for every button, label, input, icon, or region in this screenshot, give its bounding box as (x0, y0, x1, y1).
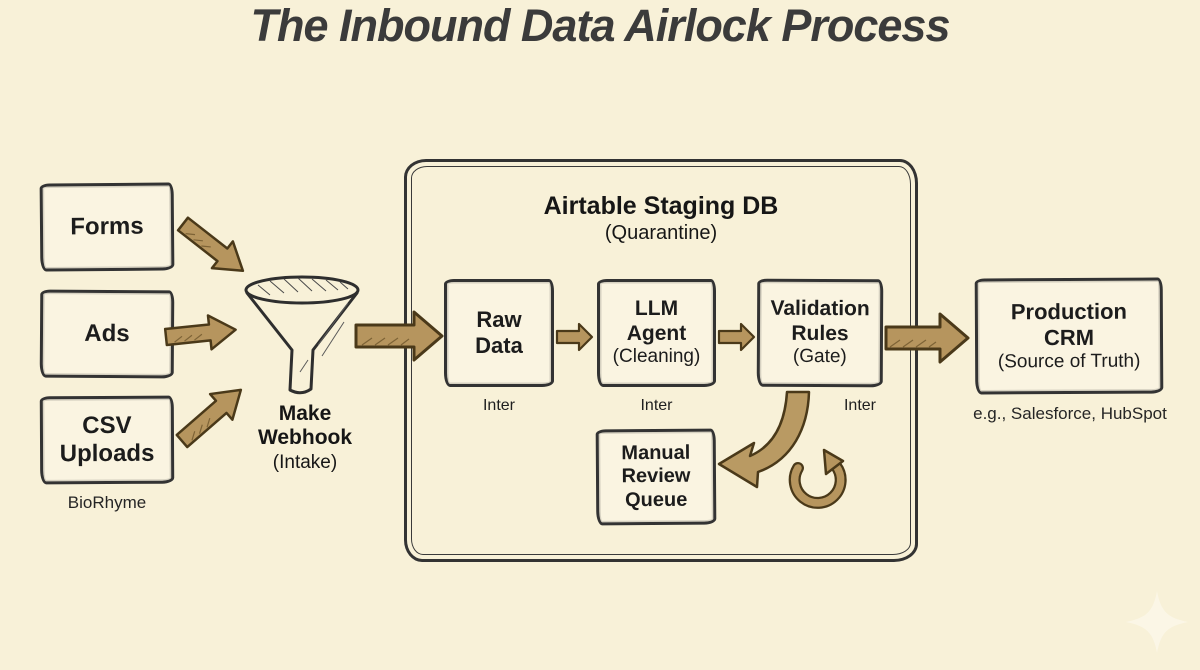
source-box-csv-label-line2: Uploads (59, 439, 155, 468)
staging-title-text: Airtable Staging DB (543, 192, 779, 220)
node-validation-rules: Validation Rules (Gate) (756, 278, 884, 388)
intake-label-line2: Webhook (257, 425, 353, 449)
node-production-crm-sub: (Source of Truth) (997, 350, 1141, 372)
node-validation-rules-line1: Validation (770, 296, 870, 321)
page-title: The Inbound Data Airlock Process (250, 0, 951, 51)
node-validation-rules-sub: (Gate) (792, 346, 847, 368)
source-box-csv-uploads: CSV Uploads (39, 395, 175, 485)
node-raw-data-caption: Inter (482, 397, 515, 414)
node-production-crm-line1: Production (1010, 298, 1127, 324)
node-validation-rules-caption: Inter (843, 397, 876, 414)
source-box-forms-label: Forms (70, 212, 144, 241)
node-llm-agent-line1: LLM (634, 296, 679, 320)
node-production-crm: Production CRM (Source of Truth) (974, 277, 1164, 395)
source-box-csv-label-line1: CSV (82, 411, 132, 439)
node-manual-review-queue-line3: Queue (624, 488, 688, 512)
staging-subtitle-text: (Quarantine) (604, 222, 718, 244)
node-manual-review-queue-line1: Manual (621, 441, 691, 464)
intake-label-line1: Make (278, 402, 332, 425)
node-raw-data-line1: Raw (476, 307, 522, 333)
sources-caption: BioRhyme (67, 493, 147, 512)
node-validation-rules-line2: Rules (791, 321, 849, 345)
intake-label: Make Webhook (Intake) (232, 402, 378, 474)
source-box-ads: Ads (39, 289, 175, 379)
node-raw-data-line2: Data (475, 333, 523, 358)
source-box-forms: Forms (39, 182, 175, 272)
node-llm-agent-sub: (Cleaning) (612, 346, 701, 368)
intake-sublabel: (Intake) (272, 451, 338, 473)
staging-title: Airtable Staging DB (Quarantine) (404, 192, 918, 245)
node-llm-agent-line2: Agent (626, 321, 687, 345)
node-production-crm-line2: CRM (1043, 324, 1095, 350)
node-manual-review-queue: Manual Review Queue (595, 428, 717, 526)
production-caption: e.g., Salesforce, HubSpot (973, 404, 1167, 423)
node-manual-review-queue-line2: Review (621, 464, 691, 488)
node-llm-agent-caption: Inter (640, 397, 673, 414)
node-llm-agent: LLM Agent (Cleaning) (597, 279, 716, 387)
node-raw-data: Raw Data (444, 279, 554, 387)
source-box-ads-label: Ads (84, 319, 130, 348)
